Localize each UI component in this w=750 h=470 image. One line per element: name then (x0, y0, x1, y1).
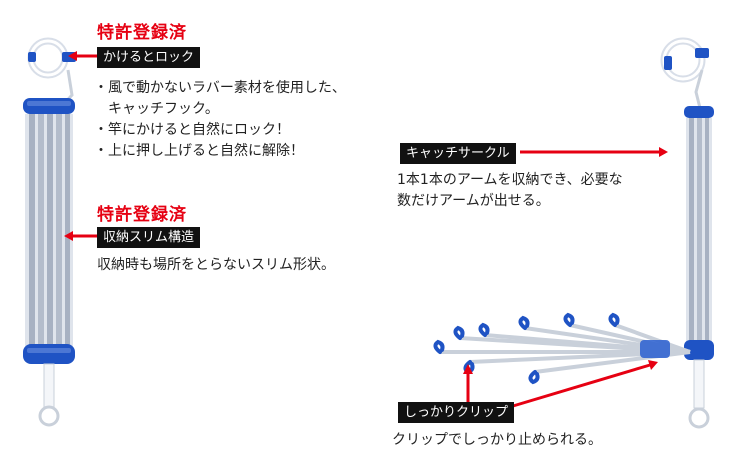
catch-circle-desc-line: 1本1本のアームを収納でき、必要な (397, 172, 623, 188)
firm-clip-desc: クリップでしっかり止められる。 (392, 432, 602, 448)
annotation-arrows (64, 51, 668, 408)
hook-feature-line: ・竿にかけると自然にロック！ (94, 122, 290, 138)
slim-structure-desc: 収納時も場所をとらないスリム形状。 (97, 257, 335, 273)
tag-catch-circle: キャッチサークル (400, 143, 516, 164)
hook-feature-list: ・風で動かないラバー素材を使用した、 キャッチフック。 ・竿にかけると自然にロッ… (94, 78, 346, 162)
tag-firm-clip: しっかりクリップ (398, 402, 515, 423)
catch-circle-desc: 1本1本のアームを収納でき、必要な 数だけアームが出せる。 (397, 170, 623, 212)
hook-feature-line: ・上に押し上げると自然に解除！ (94, 143, 304, 159)
hook-feature-line: キャッチフック。 (94, 101, 219, 117)
tag-slim-structure: 収納スリム構造 (97, 227, 201, 248)
open-hanger-image (433, 37, 714, 429)
catch-circle-desc-line: 数だけアームが出せる。 (397, 193, 550, 209)
folded-hanger-image (23, 37, 76, 427)
patent-badge-hook: 特許登録済 (97, 23, 187, 43)
hook-feature-line: ・風で動かないラバー素材を使用した、 (94, 80, 346, 96)
tag-lock-hook: かけるとロック (97, 47, 201, 68)
patent-badge-slim: 特許登録済 (97, 205, 187, 225)
